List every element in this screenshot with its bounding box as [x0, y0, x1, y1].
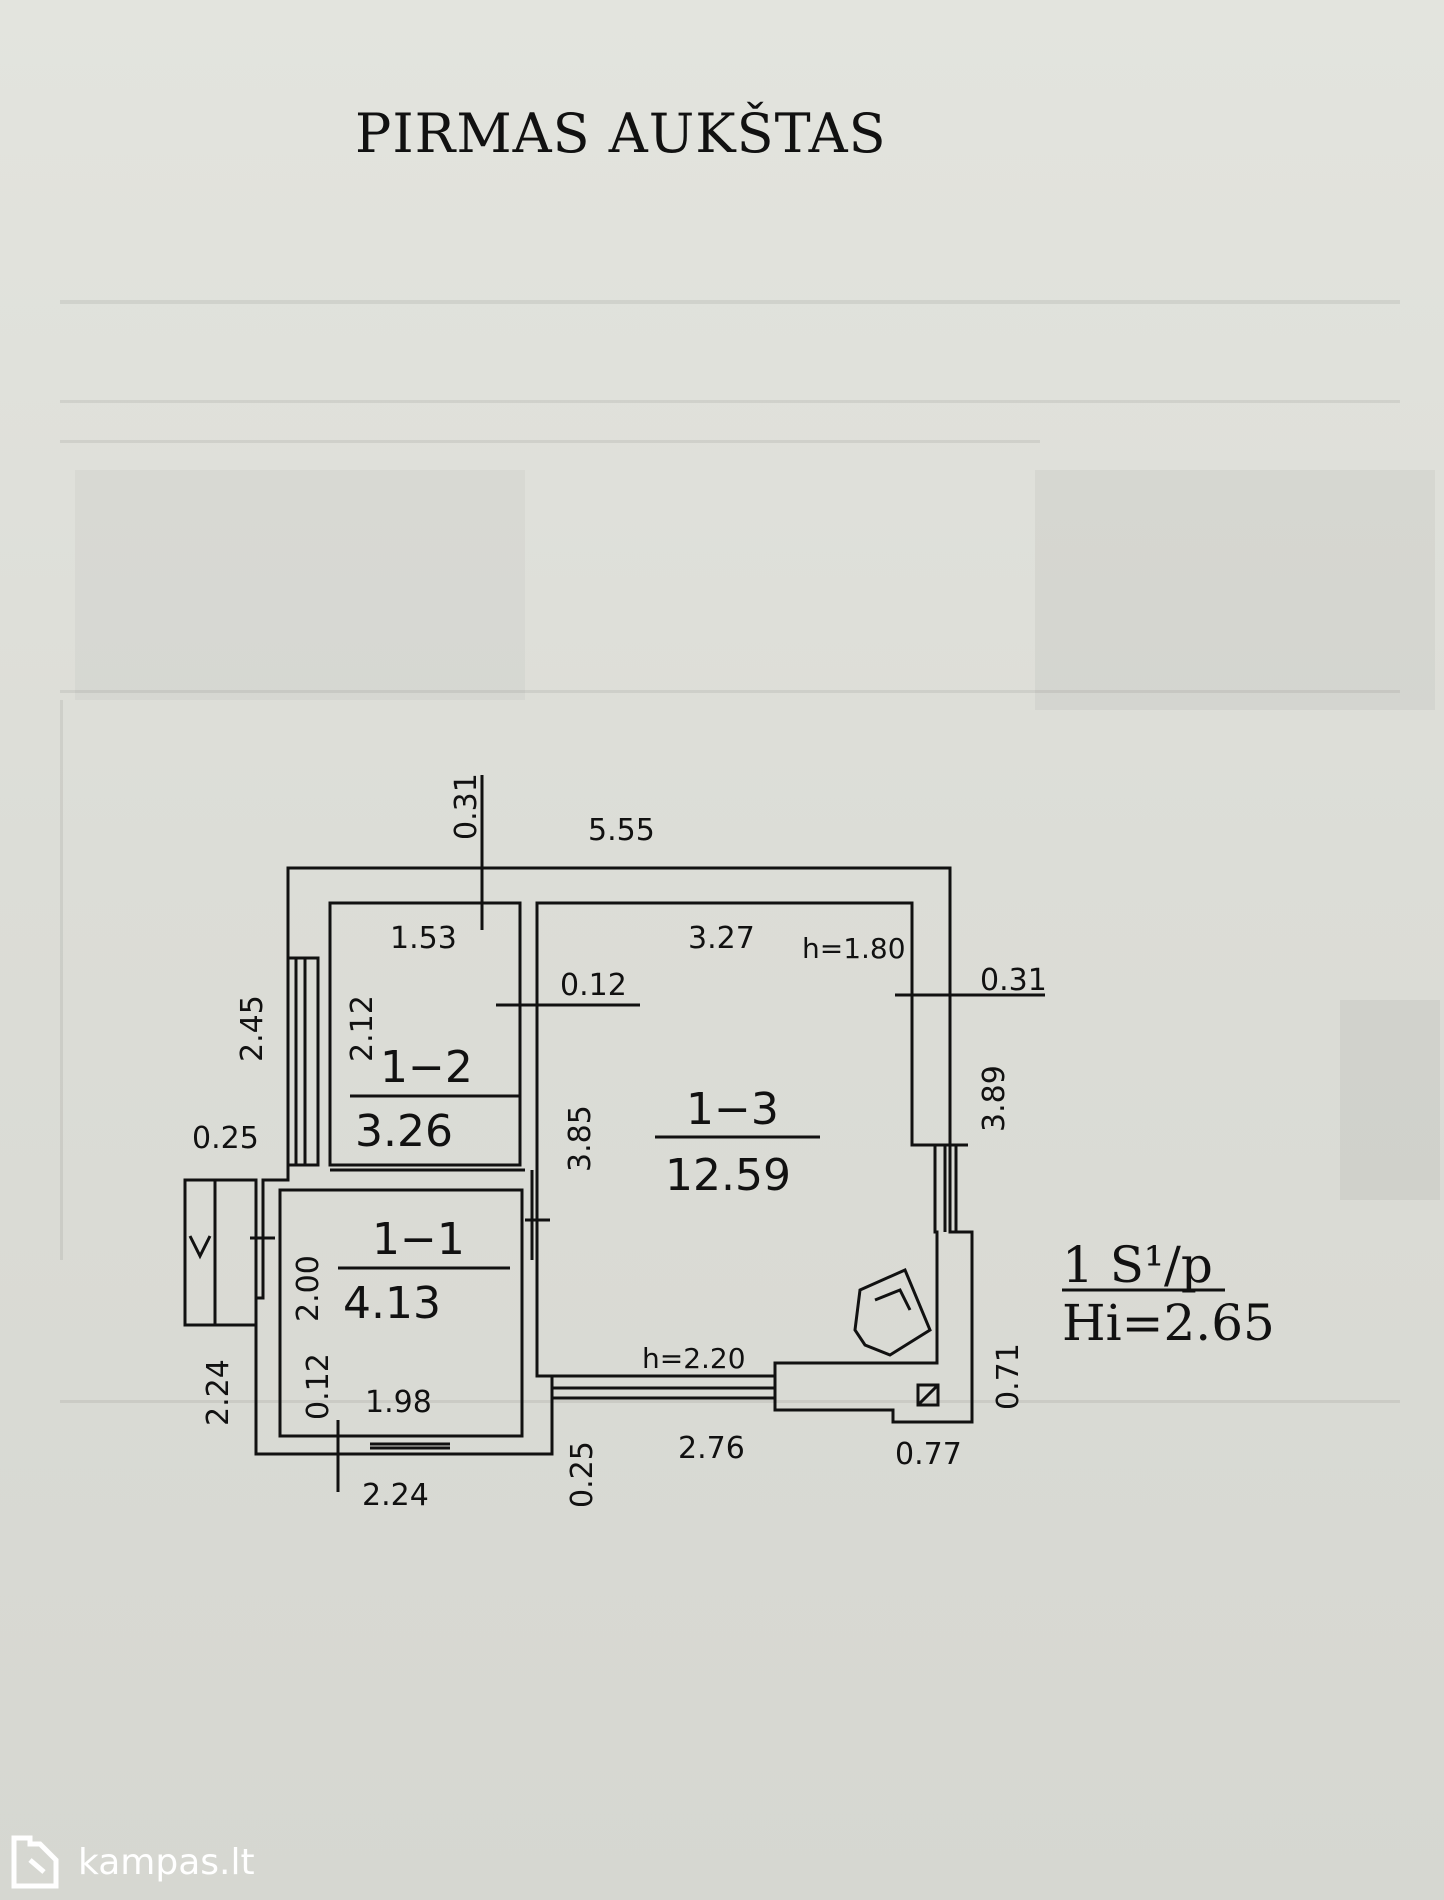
dim-right-lower: 0.71 — [991, 1343, 1026, 1410]
dim-room12-width: 1.53 — [390, 921, 457, 956]
dim-left-height: 2.45 — [235, 995, 270, 1062]
dim-bottom-left: 2.24 — [362, 1478, 429, 1513]
room-1-3-area: 12.59 — [665, 1150, 791, 1201]
dim-left-lower: 2.24 — [201, 1359, 236, 1426]
dim-room11-height: 2.00 — [291, 1255, 326, 1322]
dim-room11-wall: 0.12 — [301, 1353, 336, 1420]
dim-room13-width: 3.27 — [688, 921, 755, 956]
room-1-2-area: 3.26 — [355, 1106, 453, 1157]
dim-bottom-right: 0.77 — [895, 1437, 962, 1472]
kampas-logo: kampas.lt — [11, 1835, 255, 1889]
page-title: PIRMAS AUKŠTAS — [355, 101, 887, 165]
room-1-1-id: 1−1 — [372, 1214, 465, 1265]
dim-partition: 0.12 — [560, 968, 627, 1003]
dim-right-height: 3.89 — [977, 1065, 1012, 1132]
entrance-porch — [183, 1178, 258, 1327]
room-1-2-id: 1−2 — [380, 1042, 473, 1093]
watermark-text: kampas.lt — [78, 1842, 255, 1883]
chimney-icon — [916, 1383, 940, 1407]
ceiling-height-top: h=1.80 — [802, 932, 906, 965]
dim-room11-width: 1.98 — [365, 1385, 432, 1420]
dim-room13-height: 3.85 — [563, 1105, 598, 1172]
room-1-1-area: 4.13 — [343, 1278, 441, 1329]
dim-right-wall: 0.31 — [980, 963, 1047, 998]
dim-bottom-mid: 2.76 — [678, 1431, 745, 1466]
window-height: h=2.20 — [642, 1342, 746, 1375]
legend-line-1: 1 S¹/p — [1062, 1236, 1213, 1294]
legend-line-2: Hi=2.65 — [1062, 1294, 1275, 1352]
dim-vestibule-wall: 0.25 — [192, 1121, 259, 1156]
room-1-3-id: 1−3 — [686, 1084, 779, 1135]
room-1-2-inner — [328, 901, 522, 1167]
room-1-1-inner — [278, 1188, 524, 1438]
dim-total-width: 5.55 — [588, 813, 655, 848]
stove-icon — [853, 1268, 932, 1357]
dim-top-wall: 0.31 — [449, 773, 484, 840]
room-1-3-inner — [535, 901, 939, 1378]
dim-room12-height: 2.12 — [345, 995, 380, 1062]
dim-bottom-wall: 0.25 — [565, 1441, 600, 1508]
entrance-arrow-icon — [188, 1235, 212, 1260]
left-window — [288, 956, 320, 1167]
